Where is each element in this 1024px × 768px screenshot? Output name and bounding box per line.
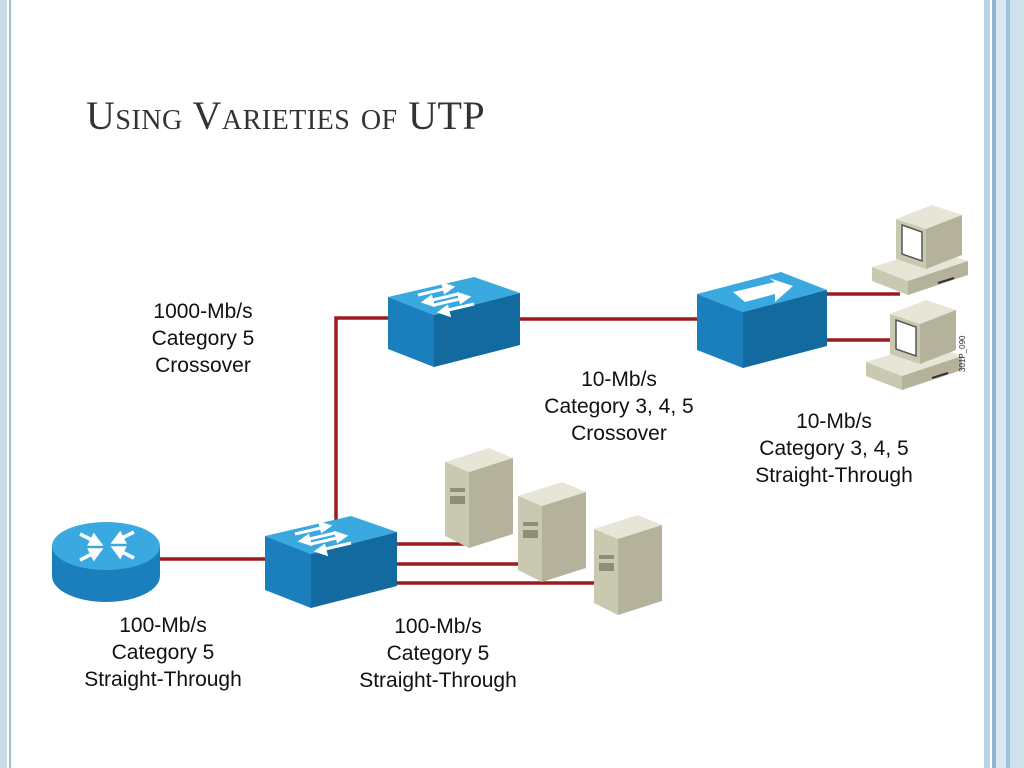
label-cable-type: Crossover	[155, 354, 251, 377]
figure-code: 301P_090	[958, 335, 967, 372]
label-category: Category 5	[386, 642, 490, 665]
label-speed: 10-Mb/s	[581, 368, 657, 391]
label-10mb-crossover: 10-Mb/s Category 3, 4, 5 Crossover	[528, 366, 710, 447]
label-10mb-straight-through: 10-Mb/s Category 3, 4, 5 Straight-Throug…	[738, 408, 930, 489]
server-icon	[445, 448, 513, 548]
switch-icon	[265, 516, 397, 608]
router-icon	[52, 522, 160, 602]
server-icon	[594, 515, 662, 615]
label-cable-type: Straight-Through	[84, 668, 242, 691]
workstation-icon	[866, 300, 962, 390]
slide-title: Using Varieties of UTP	[86, 93, 486, 138]
label-speed: 100-Mb/s	[119, 614, 207, 637]
cables	[160, 292, 900, 585]
label-category: Category 5	[111, 641, 215, 664]
left-frame-border	[0, 0, 14, 768]
hub-icon	[697, 272, 827, 368]
label-cable-type: Straight-Through	[755, 464, 913, 487]
label-category: Category 5	[151, 327, 255, 350]
switch-icon	[388, 277, 520, 367]
label-speed: 100-Mb/s	[394, 615, 482, 638]
label-cable-type: Straight-Through	[359, 669, 517, 692]
label-category: Category 3, 4, 5	[544, 395, 694, 418]
server-icon	[518, 482, 586, 582]
label-100mb-server-link: 100-Mb/s Category 5 Straight-Through	[342, 613, 534, 694]
label-category: Category 3, 4, 5	[759, 437, 909, 460]
workstation-icon	[872, 205, 968, 295]
label-cable-type: Crossover	[571, 422, 667, 445]
label-speed: 1000-Mb/s	[153, 300, 253, 323]
right-frame-border	[978, 0, 1024, 768]
label-speed: 10-Mb/s	[796, 410, 872, 433]
cable-gigabit-crossover	[334, 316, 400, 525]
label-gigabit-crossover: 1000-Mb/s Category 5 Crossover	[118, 298, 288, 379]
label-100mb-router-link: 100-Mb/s Category 5 Straight-Through	[68, 612, 258, 693]
